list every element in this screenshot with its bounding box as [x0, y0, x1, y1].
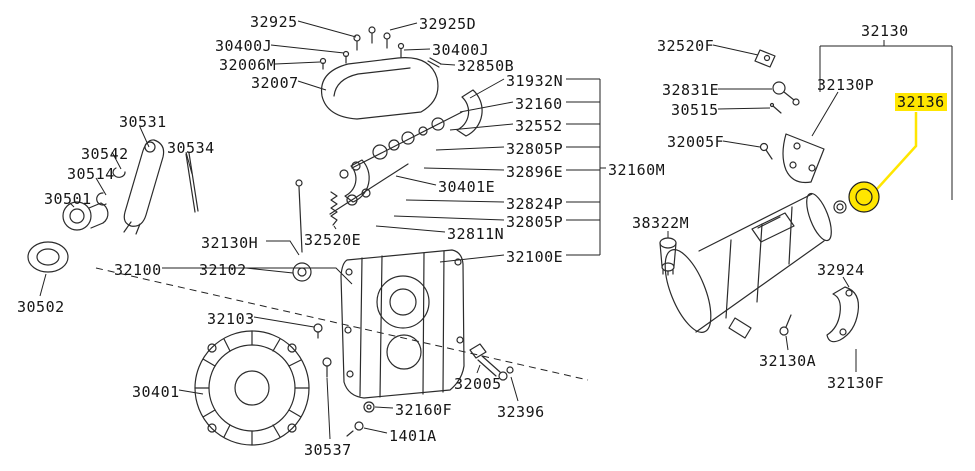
part-label-30515[interactable]: 30515 — [671, 101, 719, 119]
part-label-32160F[interactable]: 32160F — [395, 401, 453, 419]
part-label-30534[interactable]: 30534 — [167, 139, 215, 157]
part-label-32160[interactable]: 32160 — [515, 95, 563, 113]
part-label-32824P[interactable]: 32824P — [506, 195, 564, 213]
part-label-32805P-1[interactable]: 32805P — [506, 140, 564, 158]
top-cover-drawing — [319, 26, 442, 120]
part-label-32130H[interactable]: 32130H — [201, 234, 259, 252]
part-label-30531[interactable]: 30531 — [119, 113, 167, 131]
part-label-32924[interactable]: 32924 — [817, 261, 865, 279]
part-label-32007[interactable]: 32007 — [251, 74, 299, 92]
part-label-32130P[interactable]: 32130P — [817, 76, 875, 94]
part-label-32130[interactable]: 32130 — [861, 22, 909, 40]
part-label-32006M[interactable]: 32006M — [219, 56, 277, 74]
part-label-30542[interactable]: 30542 — [81, 145, 129, 163]
part-label-32925D[interactable]: 32925D — [419, 15, 477, 33]
part-label-32005[interactable]: 32005 — [454, 375, 502, 393]
part-label-30400J-2[interactable]: 30400J — [432, 41, 490, 59]
right-small-parts-drawing — [659, 49, 860, 343]
part-label-32805P-2[interactable]: 32805P — [506, 213, 564, 231]
part-label-32136-highlighted[interactable]: 32136 — [895, 93, 947, 111]
part-label-32896E[interactable]: 32896E — [506, 163, 564, 181]
extension-housing-drawing — [664, 192, 847, 339]
part-label-32925[interactable]: 32925 — [250, 13, 298, 31]
part-label-30401E[interactable]: 30401E — [438, 178, 496, 196]
transmission-case-drawing — [340, 249, 465, 399]
part-label-30502[interactable]: 30502 — [17, 298, 65, 316]
part-label-30401[interactable]: 30401 — [132, 383, 180, 401]
part-label-32396[interactable]: 32396 — [497, 403, 545, 421]
part-label-32160M[interactable]: 32160M — [608, 161, 666, 179]
part-label-38322M[interactable]: 38322M — [632, 214, 690, 232]
part-label-32103[interactable]: 32103 — [207, 310, 255, 328]
clutch-release-drawing — [27, 139, 199, 273]
part-label-32130F[interactable]: 32130F — [827, 374, 885, 392]
part-label-30501[interactable]: 30501 — [44, 190, 92, 208]
part-label-32831E[interactable]: 32831E — [662, 81, 720, 99]
part-label-1401A[interactable]: 1401A — [389, 427, 437, 445]
part-label-32102[interactable]: 32102 — [199, 261, 247, 279]
case-small-parts-drawing — [313, 323, 514, 437]
part-label-30400J-1[interactable]: 30400J — [215, 37, 273, 55]
part-label-32100E[interactable]: 32100E — [506, 248, 564, 266]
part-label-32005F[interactable]: 32005F — [667, 133, 725, 151]
part-label-32850B[interactable]: 32850B — [457, 57, 515, 75]
shift-forks-drawing — [292, 89, 483, 282]
part-label-32811N[interactable]: 32811N — [447, 225, 505, 243]
part-label-32520F[interactable]: 32520F — [657, 37, 715, 55]
highlighted-part-32136[interactable] — [848, 181, 880, 213]
part-label-32100[interactable]: 32100 — [114, 261, 162, 279]
part-label-32552[interactable]: 32552 — [515, 117, 563, 135]
highlight-leader-line — [876, 112, 918, 190]
leader-lines — [39, 20, 953, 440]
part-label-30514[interactable]: 30514 — [67, 165, 115, 183]
part-label-32520E[interactable]: 32520E — [304, 231, 362, 249]
part-label-31932N[interactable]: 31932N — [506, 72, 564, 90]
part-label-30537[interactable]: 30537 — [304, 441, 352, 459]
part-label-32130A[interactable]: 32130A — [759, 352, 817, 370]
bell-housing-drawing — [194, 330, 310, 446]
